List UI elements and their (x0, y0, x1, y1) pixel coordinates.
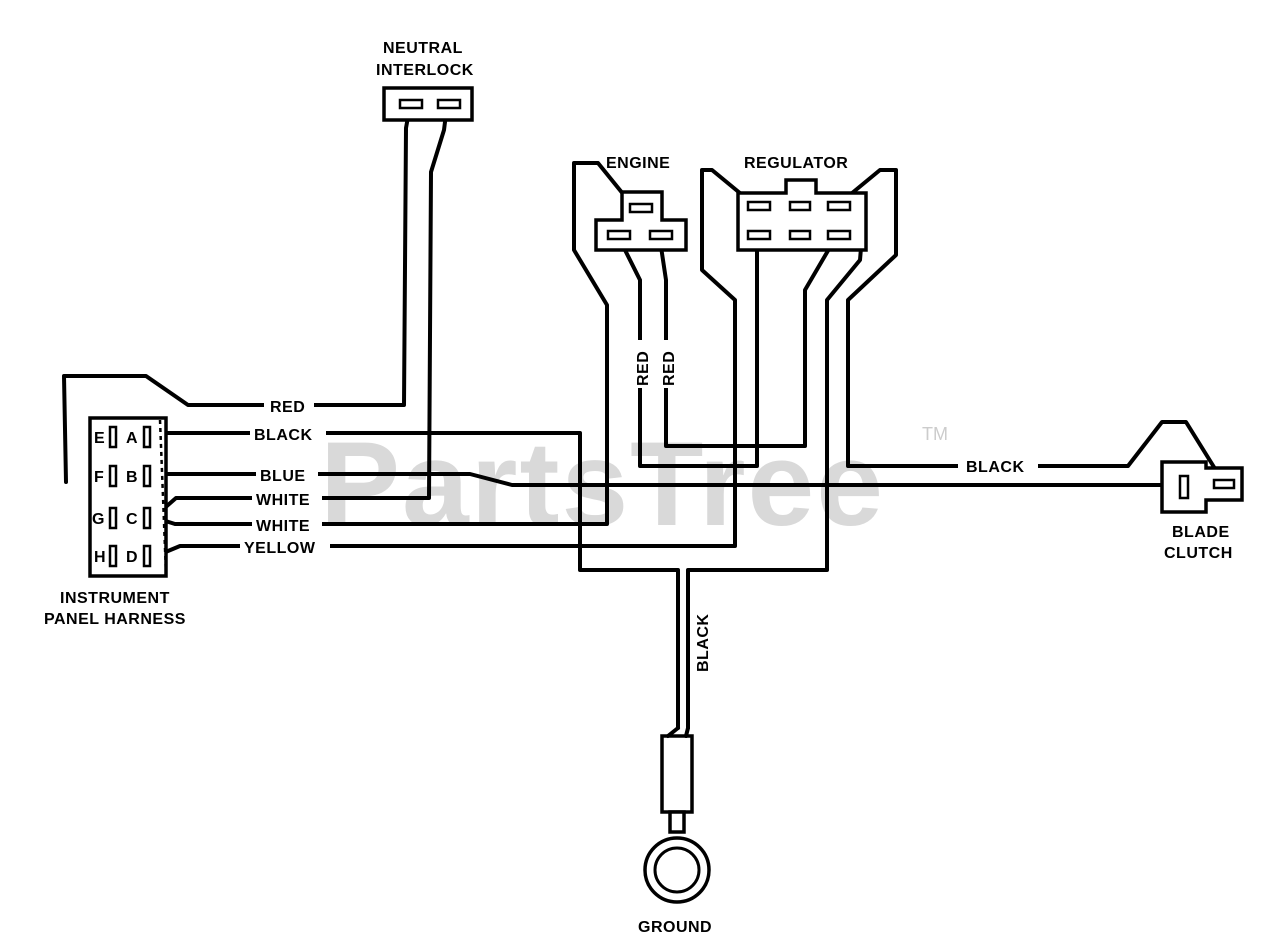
instrument-panel-harness-connector (88, 416, 168, 578)
label-white-c2: WHITE (256, 518, 310, 535)
label-white-c1: WHITE (256, 492, 310, 509)
wire-black-clutch (838, 168, 1224, 482)
terminal-h: H (94, 549, 106, 566)
terminal-c: C (126, 511, 138, 528)
terminal-b: B (126, 469, 138, 486)
wire-red-interlock (62, 104, 412, 484)
terminal-f: F (94, 469, 104, 486)
label-black-ground: BLACK (695, 614, 712, 673)
engine-label: ENGINE (606, 155, 670, 172)
blade-clutch-label-1: BLADE (1172, 524, 1230, 541)
label-red-engine-1: RED (635, 351, 652, 386)
label-yellow-d: YELLOW (244, 540, 316, 557)
regulator-connector (736, 178, 868, 252)
neutral-interlock-label-2: INTERLOCK (376, 62, 474, 79)
label-black-clutch: BLACK (966, 459, 1025, 476)
wire-red-engine-2 (658, 235, 838, 448)
neutral-interlock-label-1: NEUTRAL (383, 40, 463, 57)
wire-black-a (154, 431, 680, 730)
label-blue-b: BLUE (260, 468, 306, 485)
terminal-e: E (94, 430, 105, 447)
harness-label-2: PANEL HARNESS (44, 611, 186, 628)
label-red-engine-2: RED (661, 351, 678, 386)
neutral-interlock-connector (382, 86, 474, 122)
wire-white-engine (154, 161, 634, 526)
wire-white-interlock (158, 104, 449, 514)
label-red-interlock: RED (270, 399, 305, 416)
ground-terminal (643, 726, 711, 904)
terminal-d: D (126, 549, 138, 566)
terminal-g: G (92, 511, 105, 528)
blade-clutch-label-2: CLUTCH (1164, 545, 1233, 562)
watermark-trademark: TM (922, 424, 948, 444)
engine-connector (594, 190, 688, 252)
regulator-label: REGULATOR (744, 155, 848, 172)
harness-label-1: INSTRUMENT (60, 590, 170, 607)
terminal-a: A (126, 430, 138, 447)
blade-clutch-connector (1160, 460, 1244, 514)
wire-red-engine-1 (618, 235, 759, 468)
label-black-a: BLACK (254, 427, 313, 444)
ground-label: GROUND (638, 919, 712, 936)
